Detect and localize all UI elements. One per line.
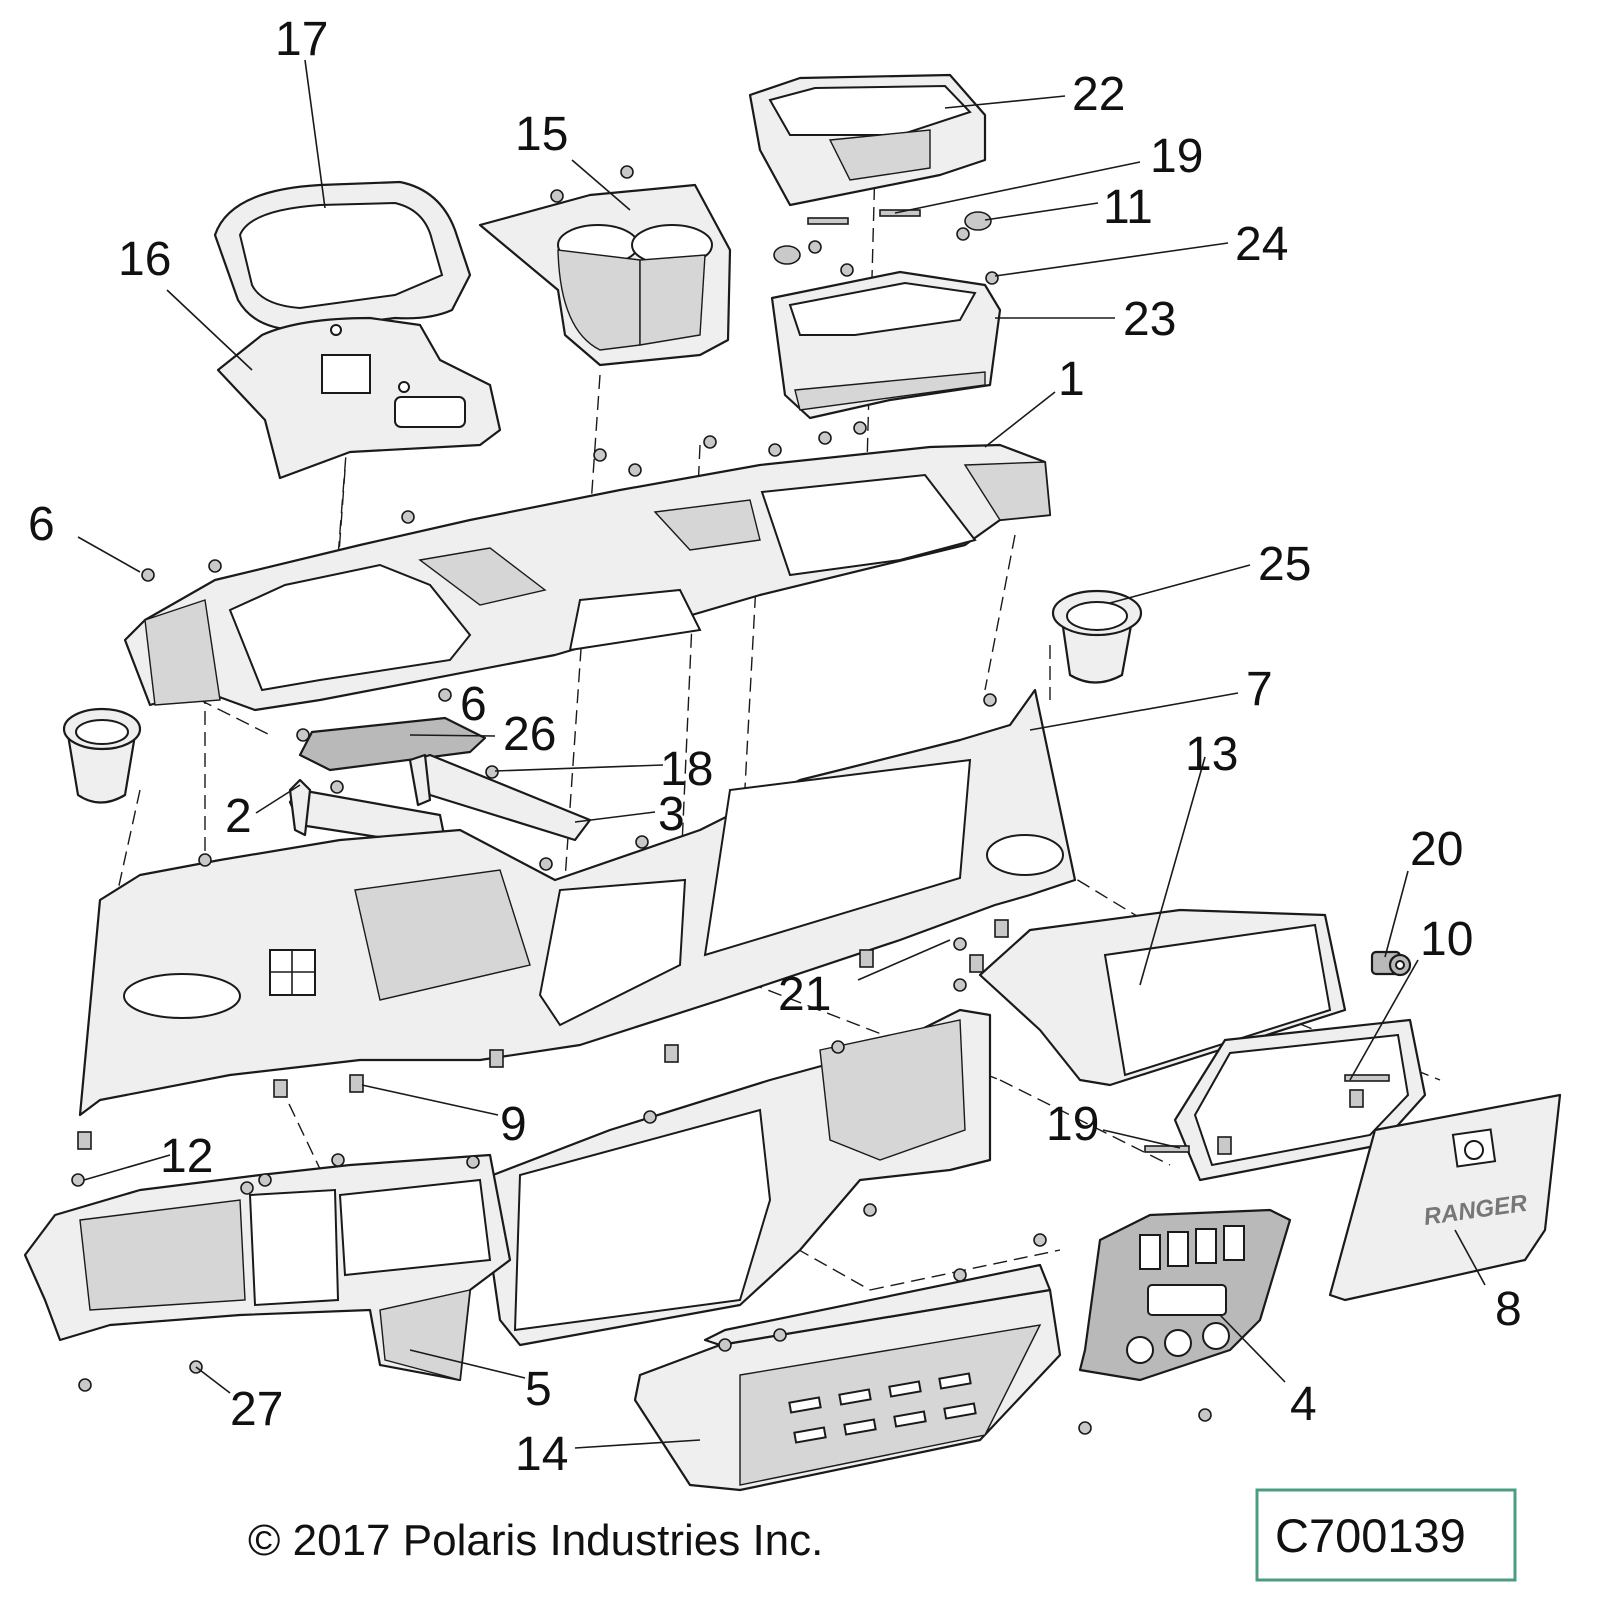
fasteners xyxy=(71,165,1390,1435)
callouts: 17 22 15 19 11 16 24 23 1 6 25 6 7 26 18… xyxy=(28,13,1522,1481)
callout-9: 9 xyxy=(500,1098,527,1151)
callout-25: 25 xyxy=(1258,538,1311,591)
part-14-lower-tray xyxy=(633,1263,1062,1492)
callout-1: 1 xyxy=(1058,353,1085,406)
part-25-cup-insert-right xyxy=(1051,589,1143,684)
callout-14: 14 xyxy=(515,1428,568,1481)
callout-6-lower: 6 xyxy=(460,678,487,731)
callout-23: 23 xyxy=(1123,293,1176,346)
callout-12: 12 xyxy=(160,1130,213,1183)
callout-22: 22 xyxy=(1072,68,1125,121)
callout-20: 20 xyxy=(1410,823,1463,876)
cup-insert-left xyxy=(62,707,142,804)
callout-2: 2 xyxy=(225,790,252,843)
callout-13: 13 xyxy=(1185,728,1238,781)
callout-6-upper: 6 xyxy=(28,498,55,551)
part-16-gauge-panel xyxy=(216,316,502,480)
part-10-display-frame xyxy=(1173,1018,1427,1182)
callout-3: 3 xyxy=(658,788,685,841)
part-15-cupholder-console xyxy=(478,183,732,367)
callout-16: 16 xyxy=(118,233,171,286)
callout-17: 17 xyxy=(275,13,328,66)
callout-7: 7 xyxy=(1246,663,1273,716)
part-21-lower-dash xyxy=(478,1008,992,1347)
part-23-storage-tray xyxy=(770,270,1002,420)
callout-19-upper: 19 xyxy=(1150,130,1203,183)
drawing-code-box: C700139 xyxy=(1255,1488,1517,1582)
part-22-storage-lid xyxy=(748,73,987,207)
callout-5: 5 xyxy=(525,1363,552,1416)
part-26-cover-plate xyxy=(298,716,487,772)
callout-26: 26 xyxy=(503,708,556,761)
callout-19-lower: 19 xyxy=(1046,1098,1099,1151)
callout-15: 15 xyxy=(515,108,568,161)
callout-27: 27 xyxy=(230,1383,283,1436)
part-17-gauge-bezel xyxy=(213,180,472,332)
part-5-lower-panel xyxy=(23,1153,512,1382)
part-8-glovebox-door: RANGER xyxy=(1328,1093,1562,1302)
part-3-bracket xyxy=(408,753,592,842)
part-7-dash-frame xyxy=(78,688,1077,1117)
callout-10: 10 xyxy=(1420,913,1473,966)
part-1-upper-dash xyxy=(123,443,1052,712)
part-4-switch-panel xyxy=(1078,1208,1292,1382)
callout-4: 4 xyxy=(1290,1378,1317,1431)
callout-11: 11 xyxy=(1103,181,1153,234)
callout-18: 18 xyxy=(660,743,713,796)
copyright-notice: © 2017 Polaris Industries Inc. xyxy=(248,1516,823,1565)
part-13-display-housing xyxy=(978,908,1347,1087)
callout-8: 8 xyxy=(1495,1283,1522,1336)
callout-21: 21 xyxy=(778,968,831,1021)
leader-lines xyxy=(77,59,1486,1449)
tray-vent-slots xyxy=(788,1372,977,1444)
drawing-code: C700139 xyxy=(1275,1509,1466,1562)
part-20-latch xyxy=(1370,950,1412,977)
callout-24: 24 xyxy=(1235,218,1288,271)
